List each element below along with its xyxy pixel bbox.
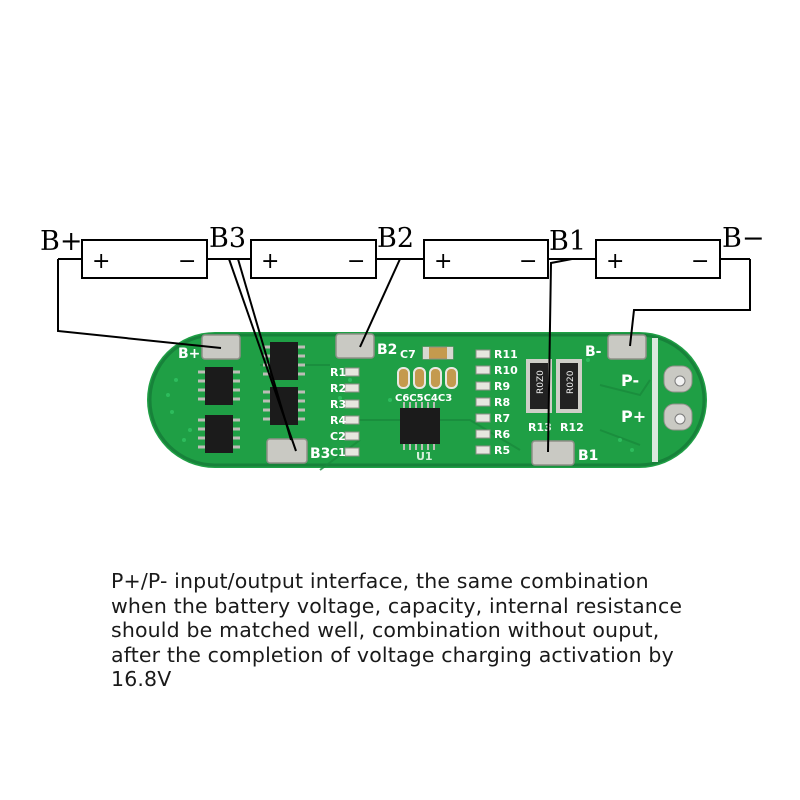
battery-cell-3 [250,239,377,279]
capacitors [397,346,458,389]
pad-b3 [266,438,308,464]
silk-r5: R5 [494,444,510,457]
silk-r12: R12 [560,421,584,434]
pcb-silkscreen: B+ B2 B- B3 B1 P- P+ R1 R2 R3 R4 C2 C1 R… [178,342,646,464]
pcb-pads [201,333,647,466]
wire-b1-pad [547,258,573,453]
wire-b2-pad [359,258,401,348]
chip-2 [198,415,240,453]
silk-r6: R6 [494,428,510,441]
smd-right-column [475,349,491,455]
caption-line-3: should be matched well, combination with… [111,618,660,642]
cell-1-minus: − [691,249,709,274]
pad-bminus [607,334,647,360]
chip-4 [263,387,305,425]
output-pads [663,365,693,431]
smd-left-column [344,367,360,457]
silk-r4: R4 [330,414,346,427]
silk-r3: R3 [330,398,346,411]
silk-r1: R1 [330,366,346,379]
silk-c1: C1 [330,446,346,459]
chip-1 [198,367,240,405]
shunt-marking-r13: R0Z0 [536,370,546,394]
silk-u1: U1 [416,450,433,463]
bms-wiring-diagram: + − + − + − + − B+ B3 B2 B1 B− [40,223,764,471]
pad-b2 [335,333,375,359]
cell-1-plus: + [606,249,624,274]
node-label-bplus: B+ [40,226,82,257]
chip-3 [263,342,305,380]
wire-bplus-pad [57,259,222,349]
node-label-b1: B1 [549,226,586,257]
node-label-b3: B3 [209,223,246,254]
silk-pplus: P+ [621,407,646,426]
node-label-bminus: B− [722,223,764,254]
silk-r8: R8 [494,396,510,409]
silk-b2: B2 [377,342,397,358]
pcb-edge-shade [148,333,706,467]
silk-c2: C2 [330,430,346,443]
caption: P+/P- input/output interface, the same c… [111,569,751,692]
silk-r10: R10 [494,364,518,377]
caption-line-4: after the completion of voltage charging… [111,642,674,667]
shunt-resistors [526,359,582,413]
caption-line-1: P+/P- input/output interface, the same c… [111,569,649,593]
cell-2-plus: + [434,249,452,274]
cell-4-plus: + [92,249,110,274]
silk-bminus: B- [585,344,602,360]
silk-b1: B1 [578,448,598,464]
wire-b3-pad-2 [237,258,292,441]
silk-pminus: P- [621,371,639,390]
silk-b3: B3 [310,446,330,462]
shunt-marking-r12: R020 [566,370,576,394]
mosfet-chips [198,342,440,453]
battery-cells [81,239,721,279]
shunt-r12 [556,359,582,413]
silk-r7: R7 [494,412,510,425]
caption-line-2: when the battery voltage, capacity, inte… [111,593,683,618]
silk-caps-row: C6C5C4C3 [395,393,452,404]
pad-b1 [531,440,575,466]
node-label-b2: B2 [377,223,414,254]
silk-r2: R2 [330,382,346,395]
wiring [57,258,751,453]
silk-r11: R11 [494,348,518,361]
node-labels: B+ B3 B2 B1 B− [40,223,764,257]
cell-polarity-marks: + − + − + − + − [92,249,709,274]
cell-3-plus: + [261,249,279,274]
cell-4-minus: − [178,249,196,274]
hole-pplus [674,413,686,425]
caption-line-5: 16.8V [111,667,172,691]
silk-r9: R9 [494,380,510,393]
cell-2-minus: − [519,249,537,274]
battery-cell-2 [423,239,549,279]
ic-u1 [400,402,440,450]
wire-bminus-pad [629,259,751,347]
hole-pminus [674,375,686,387]
silk-c7: C7 [400,348,416,361]
cell-3-minus: − [347,249,365,274]
silk-bplus: B+ [178,346,200,362]
silk-r13: R13 [528,421,552,434]
output-strip [652,338,658,462]
